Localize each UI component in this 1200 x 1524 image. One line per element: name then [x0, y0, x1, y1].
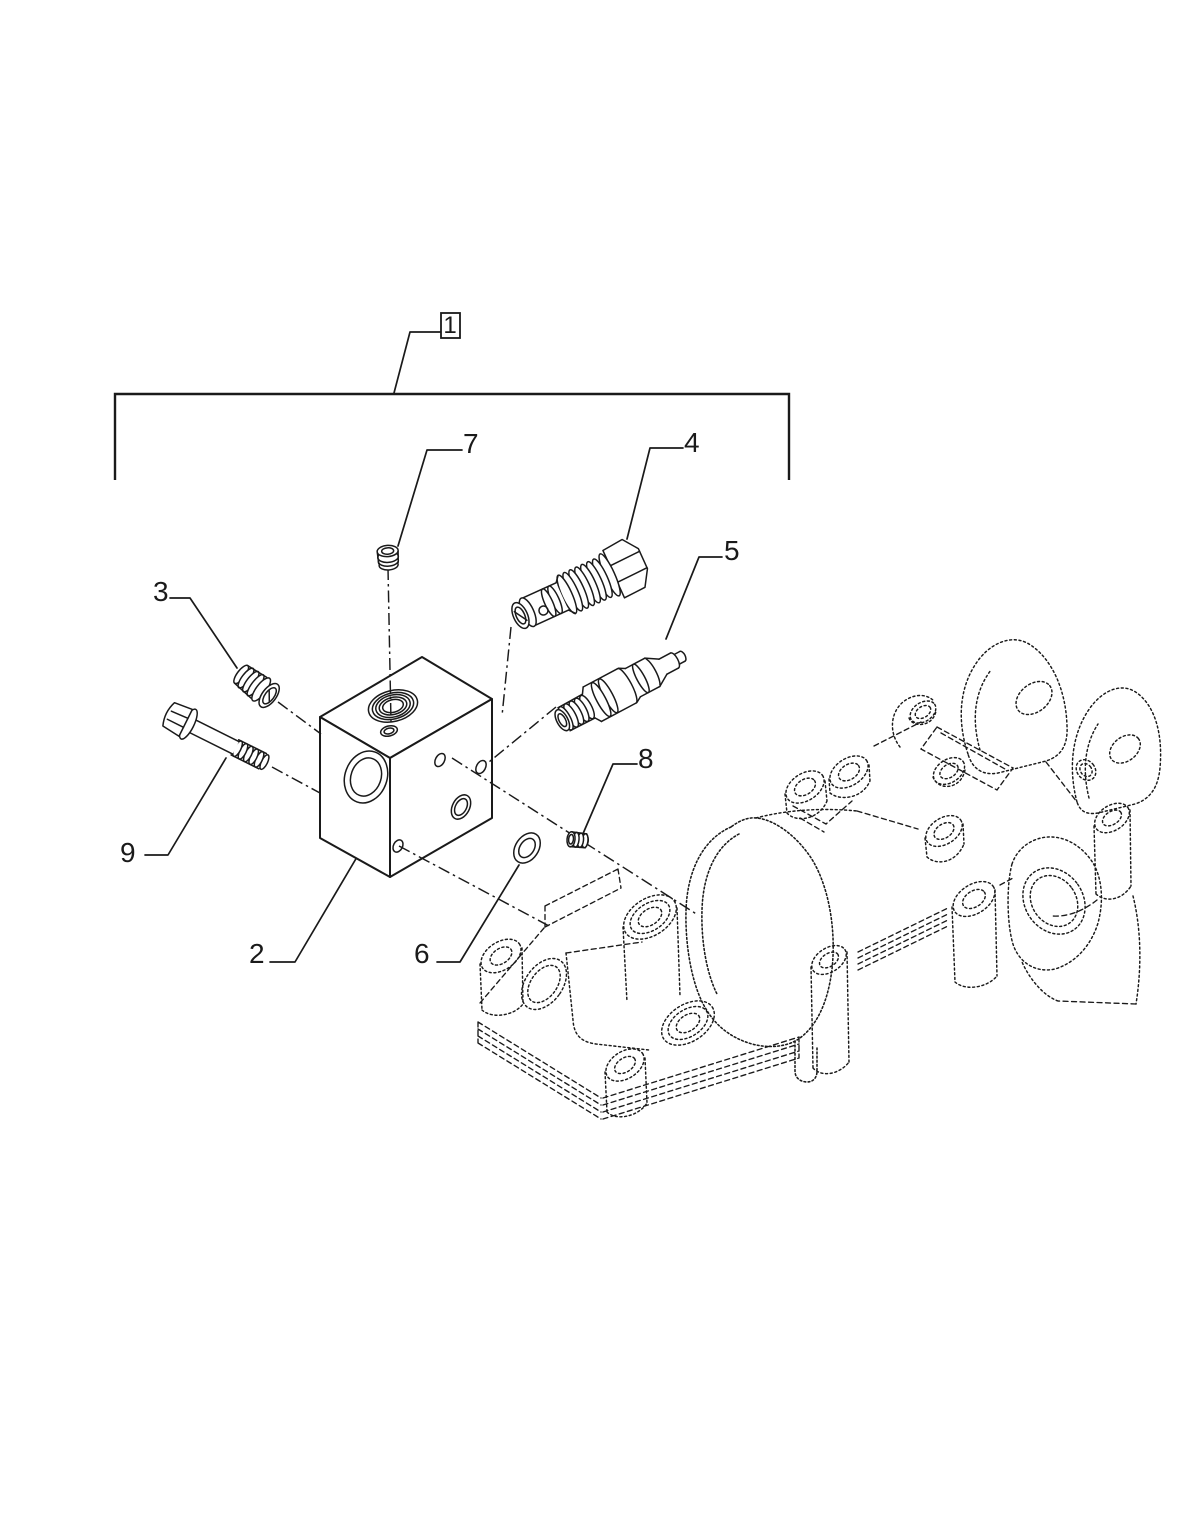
axis-part7 — [387, 567, 392, 723]
part-6-o-ring — [512, 832, 542, 864]
part-3-plug — [233, 664, 281, 709]
callout-1-label: 1 — [443, 312, 456, 339]
axis-part5 — [488, 706, 557, 763]
leader-5 — [665, 556, 723, 640]
leader-lines — [144, 447, 723, 963]
leader-7 — [397, 449, 463, 547]
callout-6-label: 6 — [414, 938, 430, 969]
callout-2-label: 2 — [249, 938, 265, 969]
callout-1-box — [440, 312, 461, 339]
part-8-set-screw — [566, 830, 589, 849]
part-2-valve-block — [319, 656, 493, 878]
leader-3 — [169, 597, 238, 669]
reference-manifold-housing — [477, 639, 1162, 1120]
part-4-relief-valve — [511, 538, 649, 630]
axis-part4 — [501, 626, 512, 717]
leader-4 — [626, 447, 684, 540]
callout-5-label: 5 — [724, 535, 740, 566]
leader-6 — [436, 864, 520, 963]
callout-9-label: 9 — [120, 837, 136, 868]
assembly-bracket: 1 — [113, 312, 791, 480]
part-5-valve-cartridge — [554, 650, 687, 732]
callout-3-label: 3 — [153, 576, 169, 607]
axis-part9 — [271, 766, 321, 794]
axis-oring — [398, 845, 552, 928]
part-9-bolt — [162, 701, 270, 771]
callout-labels: 7 4 5 3 9 2 6 8 — [120, 427, 740, 969]
callout-8-label: 8 — [638, 743, 654, 774]
leader-8 — [581, 763, 638, 837]
leader-2 — [269, 856, 358, 963]
callout-7-label: 7 — [463, 428, 479, 459]
callout-4-label: 4 — [684, 427, 700, 458]
leader-9 — [144, 757, 227, 856]
axis-part3 — [277, 701, 322, 735]
part-7-set-screw — [376, 544, 400, 571]
